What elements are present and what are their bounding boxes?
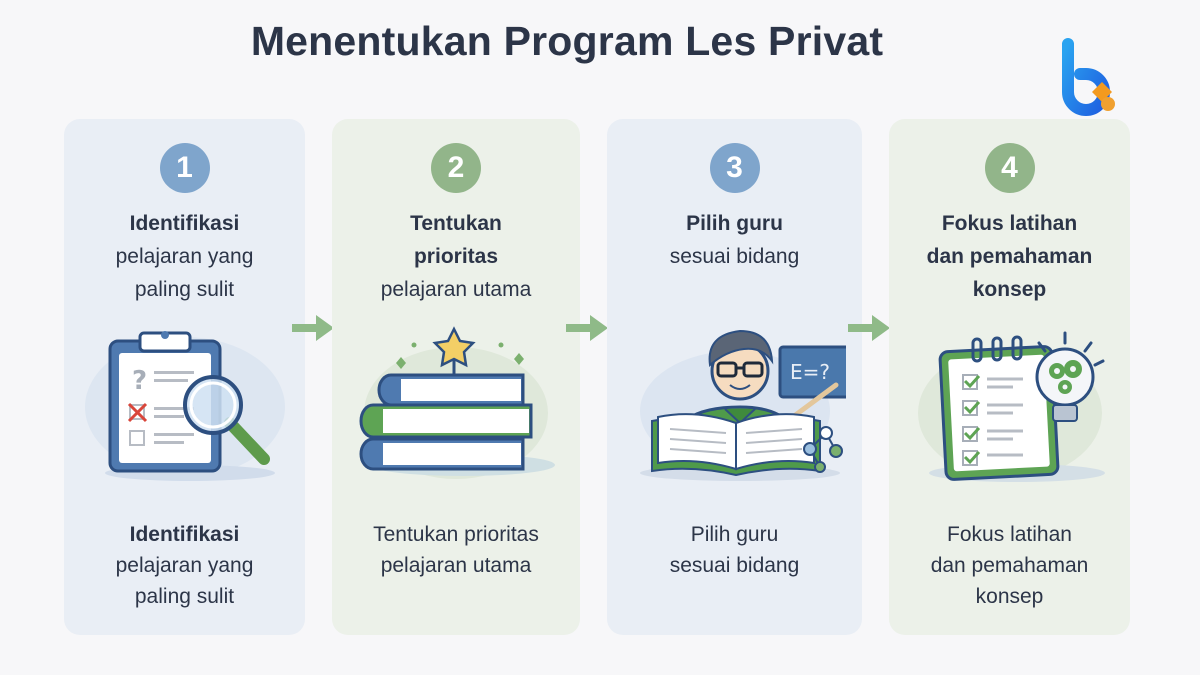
svg-text:?: ? bbox=[132, 366, 147, 396]
caption-line: paling sulit bbox=[134, 585, 235, 608]
heading-bold-line: dan pemahaman bbox=[926, 245, 1093, 268]
step-number-badge: 1 bbox=[159, 143, 210, 193]
caption-line: Fokus latihan bbox=[947, 523, 1072, 546]
heading-line: paling sulit bbox=[134, 278, 235, 301]
caption-line: pelajaran utama bbox=[380, 554, 532, 577]
caption-line: Tentukan prioritas bbox=[373, 523, 539, 546]
heading-bold-line: Identifikasi bbox=[129, 212, 240, 235]
books-star-icon bbox=[359, 326, 555, 479]
step-card-4: 4 Fokus latihan dan pemahaman konsep Fok… bbox=[889, 119, 1130, 635]
heading-line: sesuai bidang bbox=[669, 245, 800, 268]
heading-bold-line: Tentukan bbox=[410, 212, 502, 235]
caption-line: pelajaran yang bbox=[115, 554, 254, 577]
step-heading: Tentukan prioritas pelajaran utama bbox=[332, 207, 580, 306]
step-caption: Fokus latihan dan pemahaman konsep bbox=[889, 519, 1130, 612]
clipboard-magnifier-icon: ? bbox=[84, 331, 285, 481]
step-heading: Identifikasi pelajaran yang paling sulit bbox=[64, 207, 305, 306]
caption-line: Pilih guru bbox=[690, 523, 779, 546]
arrow-right-icon bbox=[292, 315, 334, 341]
step-caption: Identifikasi pelajaran yang paling sulit bbox=[64, 519, 305, 612]
caption-line: dan pemahaman bbox=[930, 554, 1089, 577]
step-number-badge: 2 bbox=[431, 143, 481, 193]
arrow-right-icon bbox=[566, 315, 608, 341]
caption-line: konsep bbox=[975, 585, 1044, 608]
arrow-right-icon bbox=[848, 315, 890, 341]
step-card-3: 3 Pilih guru sesuai bidang E=? Pilih gur… bbox=[607, 119, 862, 635]
heading-bold-line: konsep bbox=[972, 278, 1047, 301]
heading-line: pelajaran yang bbox=[115, 245, 254, 268]
page-title: Menentukan Program Les Privat bbox=[250, 18, 884, 64]
brand-logo-icon bbox=[1062, 38, 1115, 116]
heading-bold-line: Fokus latihan bbox=[941, 212, 1078, 235]
caption-line: sesuai bidang bbox=[669, 554, 800, 577]
step-card-1: 1 Identifikasi pelajaran yang paling sul… bbox=[64, 119, 305, 635]
step-heading: Fokus latihan dan pemahaman konsep bbox=[889, 207, 1130, 306]
step-caption: Tentukan prioritas pelajaran utama bbox=[332, 519, 580, 581]
caption-bold-line: Identifikasi bbox=[129, 523, 240, 546]
step-number-badge: 3 bbox=[709, 143, 760, 193]
heading-line: pelajaran utama bbox=[380, 278, 532, 301]
heading-bold-line: prioritas bbox=[413, 245, 499, 268]
step-caption: Pilih guru sesuai bidang bbox=[607, 519, 862, 581]
step-card-2: 2 Tentukan prioritas pelajaran utama Ten… bbox=[332, 119, 580, 635]
checklist-lightbulb-icon bbox=[917, 331, 1105, 482]
step-number-badge: 4 bbox=[984, 143, 1035, 193]
board-text: E=? bbox=[790, 360, 830, 384]
step-heading: Pilih guru sesuai bidang bbox=[607, 207, 862, 273]
teacher-icon: E=? bbox=[639, 329, 846, 481]
heading-bold-line: Pilih guru bbox=[686, 212, 783, 235]
